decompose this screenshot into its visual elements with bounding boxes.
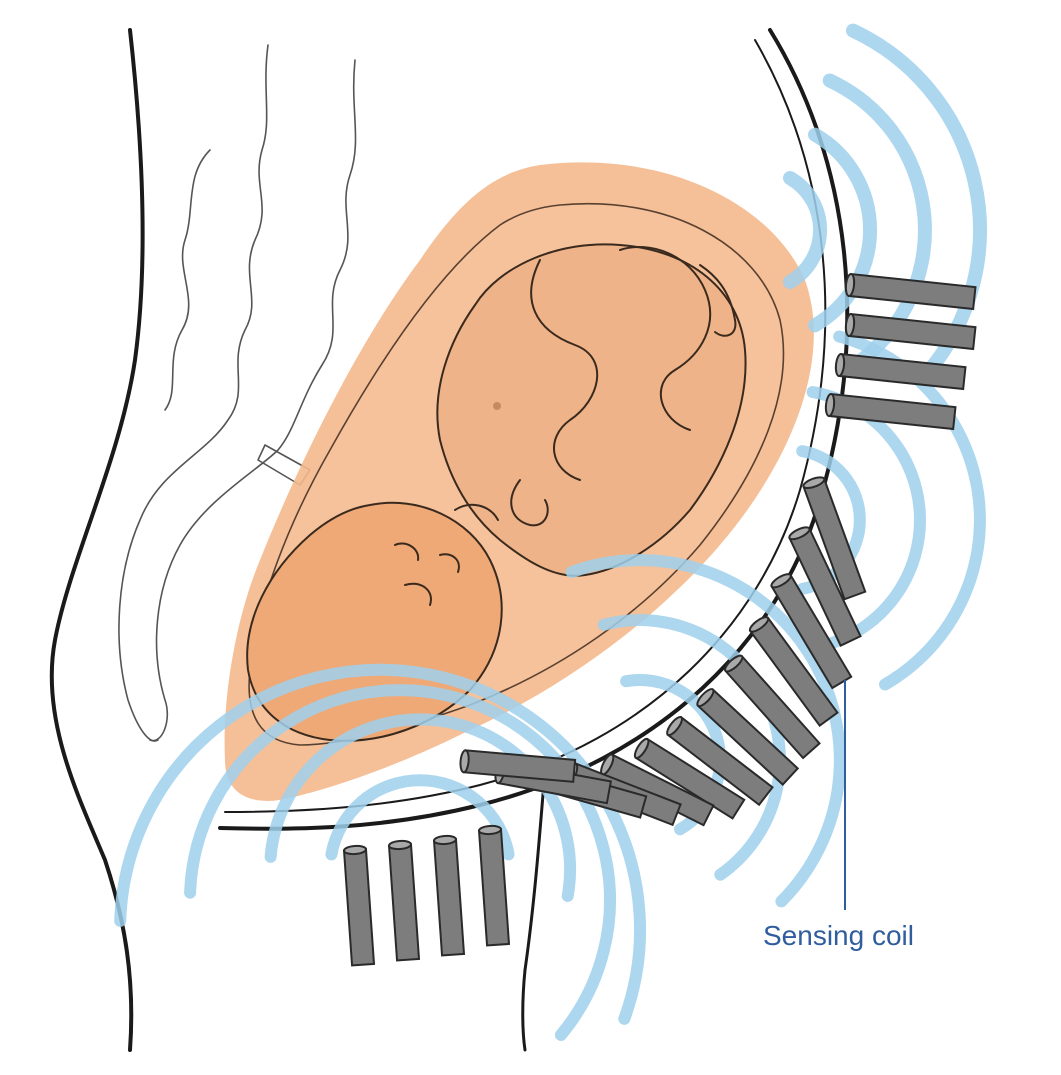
coil <box>844 312 977 351</box>
coil <box>477 824 511 947</box>
coil <box>342 844 376 967</box>
coil <box>724 654 821 760</box>
fetus-foot <box>699 264 737 337</box>
coil <box>788 526 862 647</box>
wave-arc <box>846 23 987 379</box>
wave-arc <box>808 127 877 333</box>
wave-arc <box>264 713 577 902</box>
fetus-arm <box>530 259 599 481</box>
wave-arc <box>114 663 647 1025</box>
maternal-back-outline <box>49 28 145 1052</box>
coil <box>633 737 746 820</box>
abdominal-wall-outer <box>218 28 850 831</box>
fetus-body <box>436 243 747 577</box>
sensing-coil-array <box>342 272 977 967</box>
fetus-hand <box>510 479 549 527</box>
wave-arc <box>184 684 616 1041</box>
coil <box>748 616 839 728</box>
fetus-face-ear <box>394 542 460 606</box>
fetus-leg <box>619 245 712 431</box>
coil <box>802 476 867 601</box>
wave-arc <box>325 774 515 861</box>
coil <box>432 834 466 957</box>
spine-outline-outer <box>118 44 269 742</box>
coil <box>844 272 977 311</box>
coil <box>459 749 577 783</box>
sacrum-detail <box>164 149 211 411</box>
wave-arc <box>783 171 828 289</box>
coil <box>770 573 853 690</box>
sensing-coil-label: Sensing coil <box>763 920 914 951</box>
fetus-navel <box>493 402 501 410</box>
coil <box>834 352 967 391</box>
spine-outline-inner <box>149 59 357 742</box>
coil <box>824 392 957 431</box>
wave-arc <box>565 554 846 908</box>
coil <box>666 715 774 807</box>
fetus-neck <box>454 503 499 521</box>
coil <box>696 688 800 786</box>
skin-line-lower <box>521 768 547 1052</box>
coil <box>387 839 421 962</box>
